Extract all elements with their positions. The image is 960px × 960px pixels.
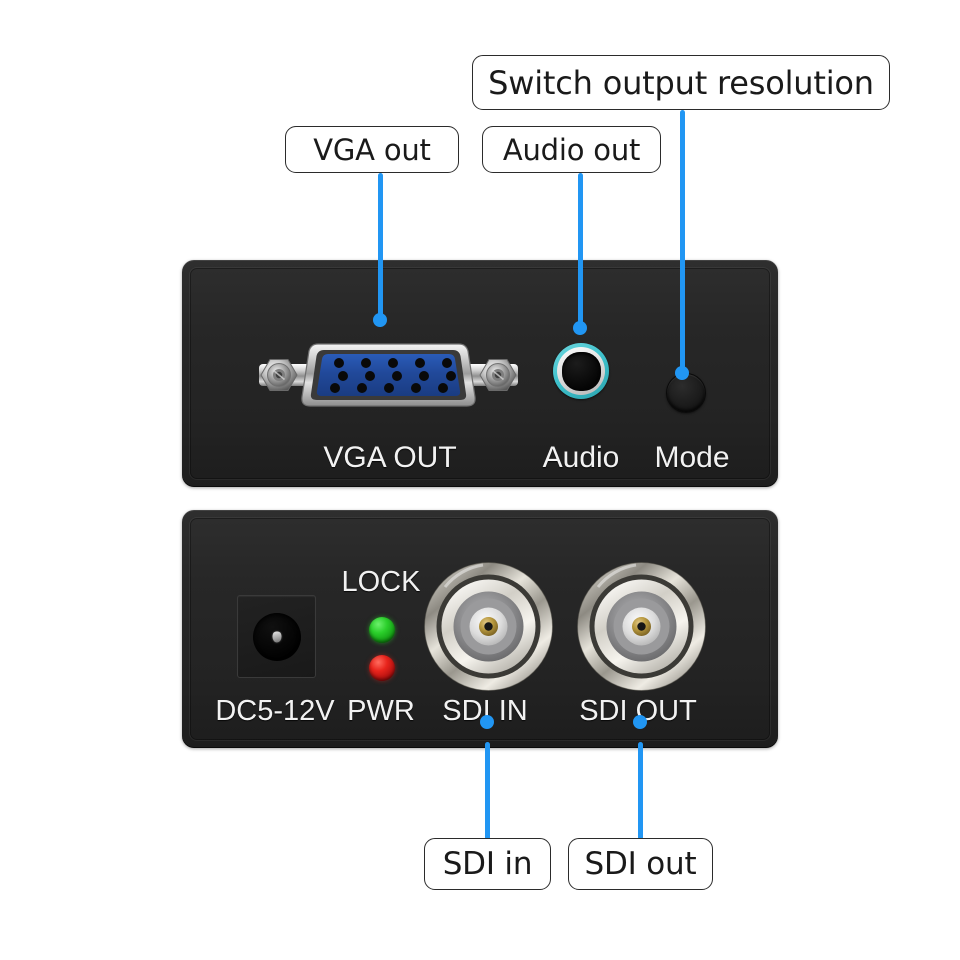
bnc-sdi-in[interactable] <box>423 561 554 692</box>
leader-dot-switch-output-resolution <box>675 366 689 380</box>
leader-dot-vga-out <box>373 313 387 327</box>
label-vga-out: VGA OUT <box>290 441 490 475</box>
vga-screw-right <box>479 359 517 391</box>
leader-line-switch-output-resolution <box>679 110 685 375</box>
label-vga-out-text: VGA OUT <box>323 441 457 474</box>
audio-jack[interactable] <box>553 343 609 399</box>
callout-sdi-in-label: SDI in <box>442 846 533 882</box>
bnc-sdi-out-graphic <box>577 562 706 691</box>
label-lock-text: LOCK <box>341 566 421 598</box>
callout-audio-out: Audio out <box>482 126 661 173</box>
dc-power-jack-pin <box>272 631 281 642</box>
label-mode-text: Mode <box>654 441 730 474</box>
label-mode: Mode <box>632 441 752 475</box>
leader-line-vga-out <box>377 173 383 322</box>
leader-dot-audio-out <box>573 321 587 335</box>
callout-switch-output-resolution-label: Switch output resolution <box>488 63 874 102</box>
pwr-led <box>369 655 395 681</box>
callout-sdi-in: SDI in <box>424 838 551 890</box>
callout-vga-out: VGA out <box>285 126 459 173</box>
label-audio-text: Audio <box>542 441 620 474</box>
leader-dot-sdi-out <box>633 715 647 729</box>
vga-connector-graphic <box>259 343 518 407</box>
mode-button[interactable] <box>666 373 706 413</box>
label-dc-power-text: DC5-12V <box>215 695 335 727</box>
bnc-sdi-in-graphic <box>424 562 553 691</box>
bnc-sdi-out[interactable] <box>576 561 707 692</box>
callout-sdi-out-label: SDI out <box>584 846 697 882</box>
callout-switch-output-resolution: Switch output resolution <box>472 55 890 110</box>
label-pwr-text: PWR <box>347 695 415 727</box>
leader-line-audio-out <box>577 173 583 328</box>
vga-pins <box>330 358 456 393</box>
label-lock: LOCK <box>321 566 441 599</box>
leader-line-sdi-in <box>484 742 490 840</box>
callout-sdi-out: SDI out <box>568 838 713 890</box>
lock-led <box>369 617 395 643</box>
vga-connector[interactable] <box>243 335 534 415</box>
label-audio: Audio <box>521 441 641 475</box>
leader-dot-sdi-in <box>480 715 494 729</box>
callout-vga-out-label: VGA out <box>313 132 431 167</box>
dc-power-jack[interactable] <box>237 595 316 678</box>
label-pwr: PWR <box>321 695 441 728</box>
vga-screw-left <box>260 359 298 391</box>
label-dc-power: DC5-12V <box>195 695 355 728</box>
callout-audio-out-label: Audio out <box>502 132 641 167</box>
audio-jack-hole <box>561 351 601 391</box>
leader-line-sdi-out <box>637 742 643 840</box>
